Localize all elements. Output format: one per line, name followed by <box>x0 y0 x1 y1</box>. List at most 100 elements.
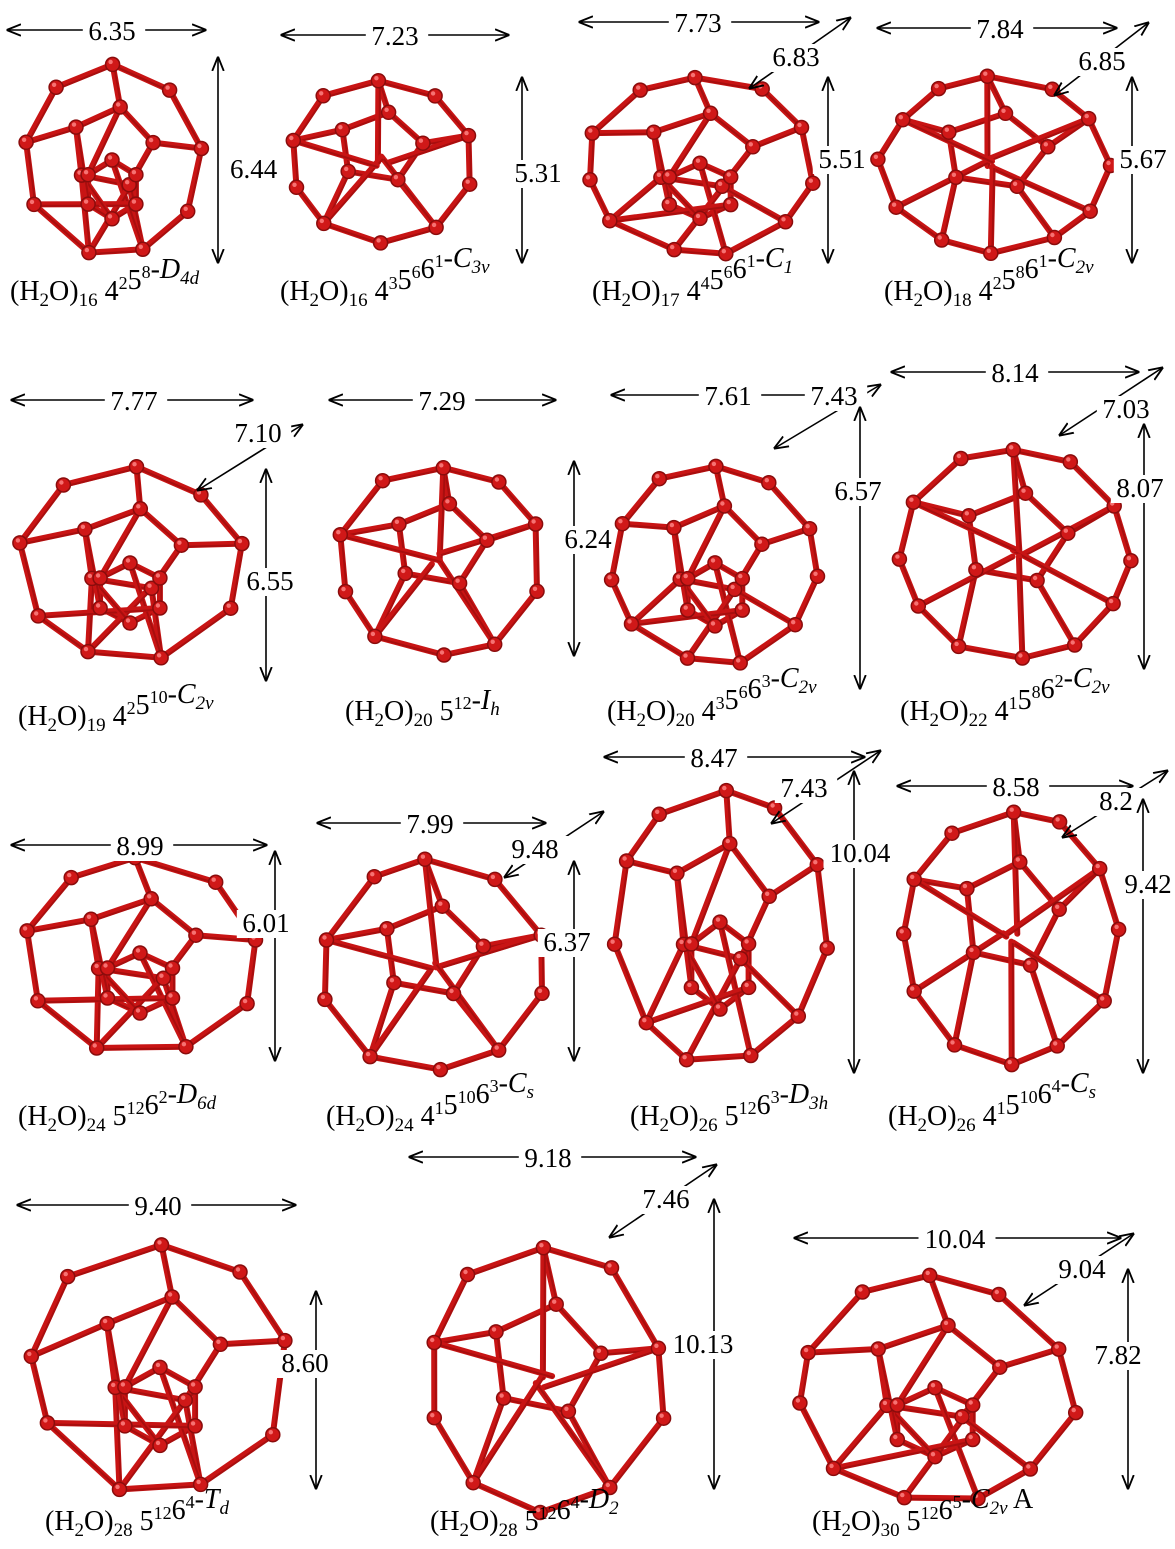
o-o-bond-shade <box>1019 557 1025 660</box>
o-o-bond-shade <box>27 127 78 145</box>
o-o-bond <box>650 110 714 136</box>
oxygen-atom <box>239 995 255 1012</box>
cage-structure <box>582 69 821 262</box>
o-o-bond <box>244 937 259 1007</box>
dimension-label: 6.57 <box>834 476 881 506</box>
o-o-bond <box>1071 600 1117 648</box>
atom-highlight <box>216 1339 221 1345</box>
o-o-bond <box>320 77 382 99</box>
cluster-panel-h2o24-cs: 7.999.486.37(H2O)24 4151063-Cs <box>318 809 603 1136</box>
o-o-bond-shade <box>914 992 957 1047</box>
oxygen-atom <box>895 111 911 128</box>
o-o-bond <box>390 979 457 997</box>
o-o-bond <box>104 1320 128 1429</box>
o-o-bond-shade <box>504 1398 571 1414</box>
oxygen-atom <box>367 628 383 645</box>
atom-highlight <box>125 180 130 185</box>
oxygen-atom <box>332 526 349 543</box>
atom-highlight <box>401 568 406 574</box>
atom-highlight <box>610 939 615 944</box>
oxygen-atom <box>117 1379 133 1395</box>
oxygen-atom <box>954 1408 970 1425</box>
atom-highlight <box>947 828 953 833</box>
atom-highlight <box>431 222 437 228</box>
oxygen-atom <box>80 643 96 660</box>
dimension-label-background <box>275 1350 339 1378</box>
o-o-bond-shade <box>684 945 723 1012</box>
o-o-bond-shade <box>426 859 497 882</box>
o-o-bond-shade <box>800 1404 836 1471</box>
oxygen-atom <box>1060 525 1076 541</box>
atom-highlight <box>463 1269 468 1275</box>
oxygen-atom <box>534 985 550 1002</box>
oxygen-atom <box>906 871 922 888</box>
dimension-label: 5.51 <box>818 144 865 174</box>
oxygen-atom <box>854 1284 871 1300</box>
oxygen-atom <box>679 570 696 587</box>
oxygen-atom <box>679 650 696 666</box>
oxygen-atom <box>632 82 648 98</box>
atom-highlight <box>973 1493 979 1499</box>
dimension-label-background <box>228 156 291 184</box>
oxygen-atom <box>953 450 969 467</box>
dimension-label-background <box>828 478 892 506</box>
oxygen-atom <box>491 474 507 490</box>
o-o-bond-shade <box>72 858 137 881</box>
atom-highlight <box>669 522 675 528</box>
o-o-bond-shade <box>612 1268 661 1351</box>
o-o-bond <box>68 854 139 881</box>
oxygen-atom <box>801 520 818 537</box>
oxygen-atom <box>905 494 922 510</box>
atom-highlight <box>813 571 818 576</box>
atom-highlight <box>532 586 538 591</box>
atom-highlight <box>969 947 974 953</box>
atom-highlight <box>430 1413 435 1418</box>
cluster-panel-h2o16-c3v: 7.235.31(H2O)16 435661-C3v <box>280 21 572 311</box>
o-o-bond <box>963 885 977 956</box>
o-o-bond-shade <box>388 906 445 932</box>
o-o-bond <box>323 937 435 972</box>
oxygen-atom <box>1105 595 1121 612</box>
atom-highlight <box>181 1395 186 1400</box>
atom-highlight <box>710 558 716 563</box>
cage-structure <box>19 849 264 1056</box>
o-o-bond-shade <box>615 862 630 946</box>
o-o-bond <box>323 873 378 943</box>
oxygen-atom <box>1096 993 1112 1009</box>
dimension-label: 10.13 <box>673 1329 734 1359</box>
atom-highlight <box>196 490 202 495</box>
oxygen-atom <box>285 132 302 149</box>
atom-highlight <box>168 993 173 998</box>
cage-structure <box>23 1237 293 1498</box>
cage-structure <box>285 72 478 251</box>
o-o-bond <box>952 174 1021 190</box>
oxygen-atom <box>761 474 777 491</box>
o-o-bond <box>628 576 684 627</box>
o-o-bond <box>949 809 1017 837</box>
o-o-bond-shade <box>26 143 37 207</box>
o-o-bond <box>323 925 390 943</box>
atom-highlight <box>86 914 92 919</box>
atom-highlight <box>655 809 660 814</box>
atom-highlight <box>683 605 688 610</box>
oxygen-atom <box>646 124 662 140</box>
dimension-label-background <box>636 1186 700 1214</box>
atom-highlight <box>319 91 324 96</box>
oxygen-atom <box>193 140 210 157</box>
atom-highlight <box>84 247 90 253</box>
o-o-bond <box>337 531 349 595</box>
dimension-label-background <box>400 811 464 839</box>
dimension-label-background <box>918 1226 996 1254</box>
cluster-panel-h2o24-d6d: 8.996.01(H2O)24 51262-D6d <box>12 831 300 1136</box>
oxygen-atom <box>145 134 161 151</box>
oxygen-atom <box>623 616 640 632</box>
o-o-bond <box>970 949 1034 969</box>
oxygen-atom <box>582 172 598 188</box>
oxygen-atom <box>188 927 204 943</box>
atom-highlight <box>116 102 121 107</box>
atom-highlight <box>226 603 231 608</box>
oxygen-atom <box>1067 1404 1084 1421</box>
o-o-bond-shade <box>834 1468 907 1501</box>
dimension-label: 6.85 <box>1078 46 1125 76</box>
